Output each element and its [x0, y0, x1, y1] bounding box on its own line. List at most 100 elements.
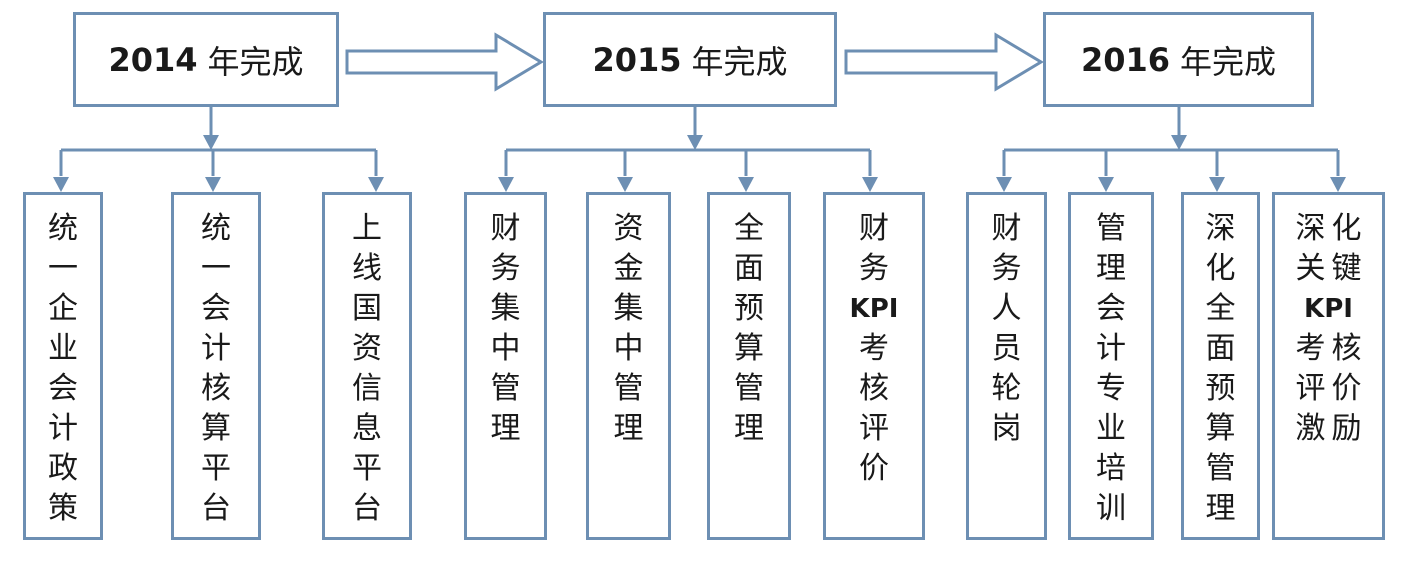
item-char: 集 [490, 291, 521, 326]
drop-arrowhead-1-1 [617, 177, 633, 192]
item-box-fund-centralization: 资金集中管理 [586, 192, 671, 540]
item-char: 评 [858, 411, 889, 446]
item-char: 业 [1096, 411, 1126, 446]
item-char: 管 [1096, 211, 1126, 246]
item-char: 会 [48, 371, 78, 406]
item-char: 理 [490, 411, 521, 446]
item-char: 岗 [991, 411, 1022, 446]
item-char: 理 [613, 411, 644, 446]
item-char: 息 [352, 411, 382, 446]
drop-arrowhead-0-0 [53, 177, 69, 192]
item-char: 专 [1096, 371, 1126, 406]
item-char: 财 [991, 211, 1022, 246]
item-char: 会 [201, 291, 231, 326]
drop-arrowhead-1-3 [862, 177, 878, 192]
item-char: 统 [48, 211, 78, 246]
item-box-unified-accounting-platform: 统一会计核算平台 [171, 192, 261, 540]
item-char: 财 [490, 211, 521, 246]
item-char: 关 [1295, 251, 1326, 286]
item-char: 管 [734, 371, 764, 406]
item-char: 价 [858, 451, 889, 486]
drop-arrowhead-0-1 [205, 177, 221, 192]
item-char: 核 [1331, 331, 1362, 366]
item-char: 训 [1096, 491, 1126, 526]
year-box-2016: 2016 年完成 [1043, 12, 1314, 107]
drop-arrowhead-1-2 [738, 177, 754, 192]
item-char: 企 [48, 291, 78, 326]
item-char: 员 [991, 331, 1022, 366]
item-char: 计 [201, 331, 231, 366]
trunk-arrowhead-1 [687, 135, 703, 150]
item-char: 理 [734, 411, 764, 446]
item-box-management-accounting-training: 管理会计专业培训 [1068, 192, 1154, 540]
item-char: 管 [490, 371, 521, 406]
item-char: 培 [1096, 451, 1126, 486]
item-char: 台 [201, 491, 231, 526]
item-char: KPI [1304, 294, 1353, 324]
progression-arrow-2015-2016 [844, 32, 1044, 92]
drop-arrowhead-2-1 [1098, 177, 1114, 192]
item-char: 平 [201, 451, 231, 486]
item-char: 全 [734, 211, 764, 246]
year-number: 2015 [592, 40, 682, 79]
item-char: 业 [48, 331, 78, 366]
item-char: 务 [858, 251, 889, 286]
item-char: 深 [1295, 211, 1326, 246]
year-box-2014: 2014 年完成 [73, 12, 339, 107]
item-box-finance-staff-rotation: 财务人员轮岗 [966, 192, 1047, 540]
item-char: 深 [1205, 211, 1236, 246]
year-number: 2016 [1080, 40, 1171, 79]
drop-arrowhead-2-3 [1330, 177, 1346, 192]
item-char: 预 [1205, 371, 1236, 406]
year-box-2015: 2015 年完成 [543, 12, 837, 107]
item-char: 中 [613, 331, 644, 366]
progression-arrow-2014-2015 [345, 32, 544, 92]
drop-arrowhead-2-2 [1209, 177, 1225, 192]
item-box-deepen-comprehensive-budget: 深化全面预算管理 [1181, 192, 1260, 540]
item-char: 考 [858, 331, 889, 366]
year-suffix: 年完成 [1180, 42, 1277, 81]
item-char: 统 [201, 211, 231, 246]
item-char: 预 [734, 291, 764, 326]
drop-arrowhead-0-2 [368, 177, 384, 192]
item-char: 会 [1096, 291, 1126, 326]
item-char: 信 [352, 371, 382, 406]
drop-arrowhead-1-0 [498, 177, 514, 192]
item-box-sasac-info-platform: 上线国资信息平台 [322, 192, 412, 540]
item-char: 资 [352, 331, 382, 366]
item-char: 台 [352, 491, 382, 526]
item-char: 中 [490, 331, 521, 366]
item-char: 管 [1205, 451, 1236, 486]
item-char: 理 [1096, 251, 1126, 286]
trunk-arrowhead-0 [203, 135, 219, 150]
item-char: 一 [201, 251, 231, 286]
item-char: 算 [1205, 411, 1236, 446]
item-char: 核 [201, 371, 231, 406]
item-char: 核 [858, 371, 889, 406]
item-char: 上 [352, 211, 382, 246]
item-char: 价 [1331, 371, 1362, 406]
item-char: 计 [48, 411, 78, 446]
drop-arrowhead-2-0 [996, 177, 1012, 192]
item-char: 平 [352, 451, 382, 486]
item-char: 一 [48, 251, 78, 286]
item-char: 务 [490, 251, 521, 286]
item-char: 集 [613, 291, 644, 326]
item-char: 金 [613, 251, 644, 286]
item-char: 考 [1295, 331, 1326, 366]
item-char: 面 [734, 251, 764, 286]
item-char: 算 [201, 411, 231, 446]
item-char: 面 [1205, 331, 1236, 366]
trunk-arrowhead-2 [1171, 135, 1187, 150]
item-char: 化 [1331, 211, 1362, 246]
year-suffix: 年完成 [691, 42, 788, 81]
item-box-comprehensive-budget: 全面预算管理 [707, 192, 791, 540]
year-number: 2014 [108, 40, 198, 79]
item-char: KPI [849, 294, 899, 324]
item-char: 国 [352, 291, 382, 326]
item-char: 政 [48, 451, 78, 486]
year-suffix: 年完成 [207, 42, 304, 81]
item-char: 评 [1295, 371, 1326, 406]
